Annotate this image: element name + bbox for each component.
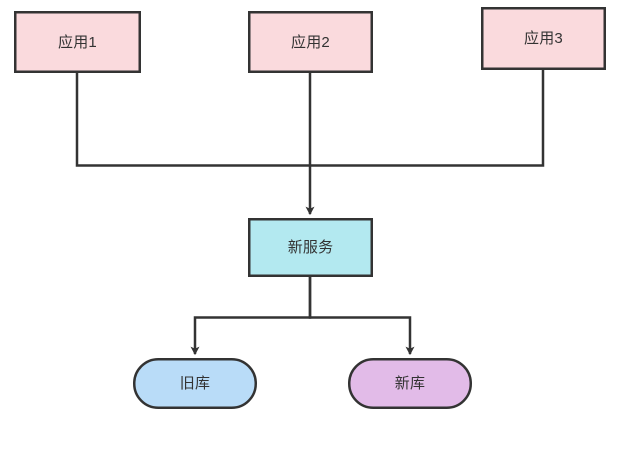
node-new-service[interactable] [248, 218, 373, 277]
node-old-db[interactable] [133, 358, 257, 409]
node-new-db[interactable] [348, 358, 472, 409]
edge-app3-to-bus [310, 70, 545, 167]
edge-app1-to-bus [75, 73, 310, 167]
edge-new-service-to-new-db [308, 277, 415, 356]
node-app2[interactable] [248, 11, 373, 73]
node-app1[interactable] [14, 11, 141, 73]
edge-new-service-to-old-db [190, 277, 312, 356]
node-app3[interactable] [481, 7, 606, 70]
